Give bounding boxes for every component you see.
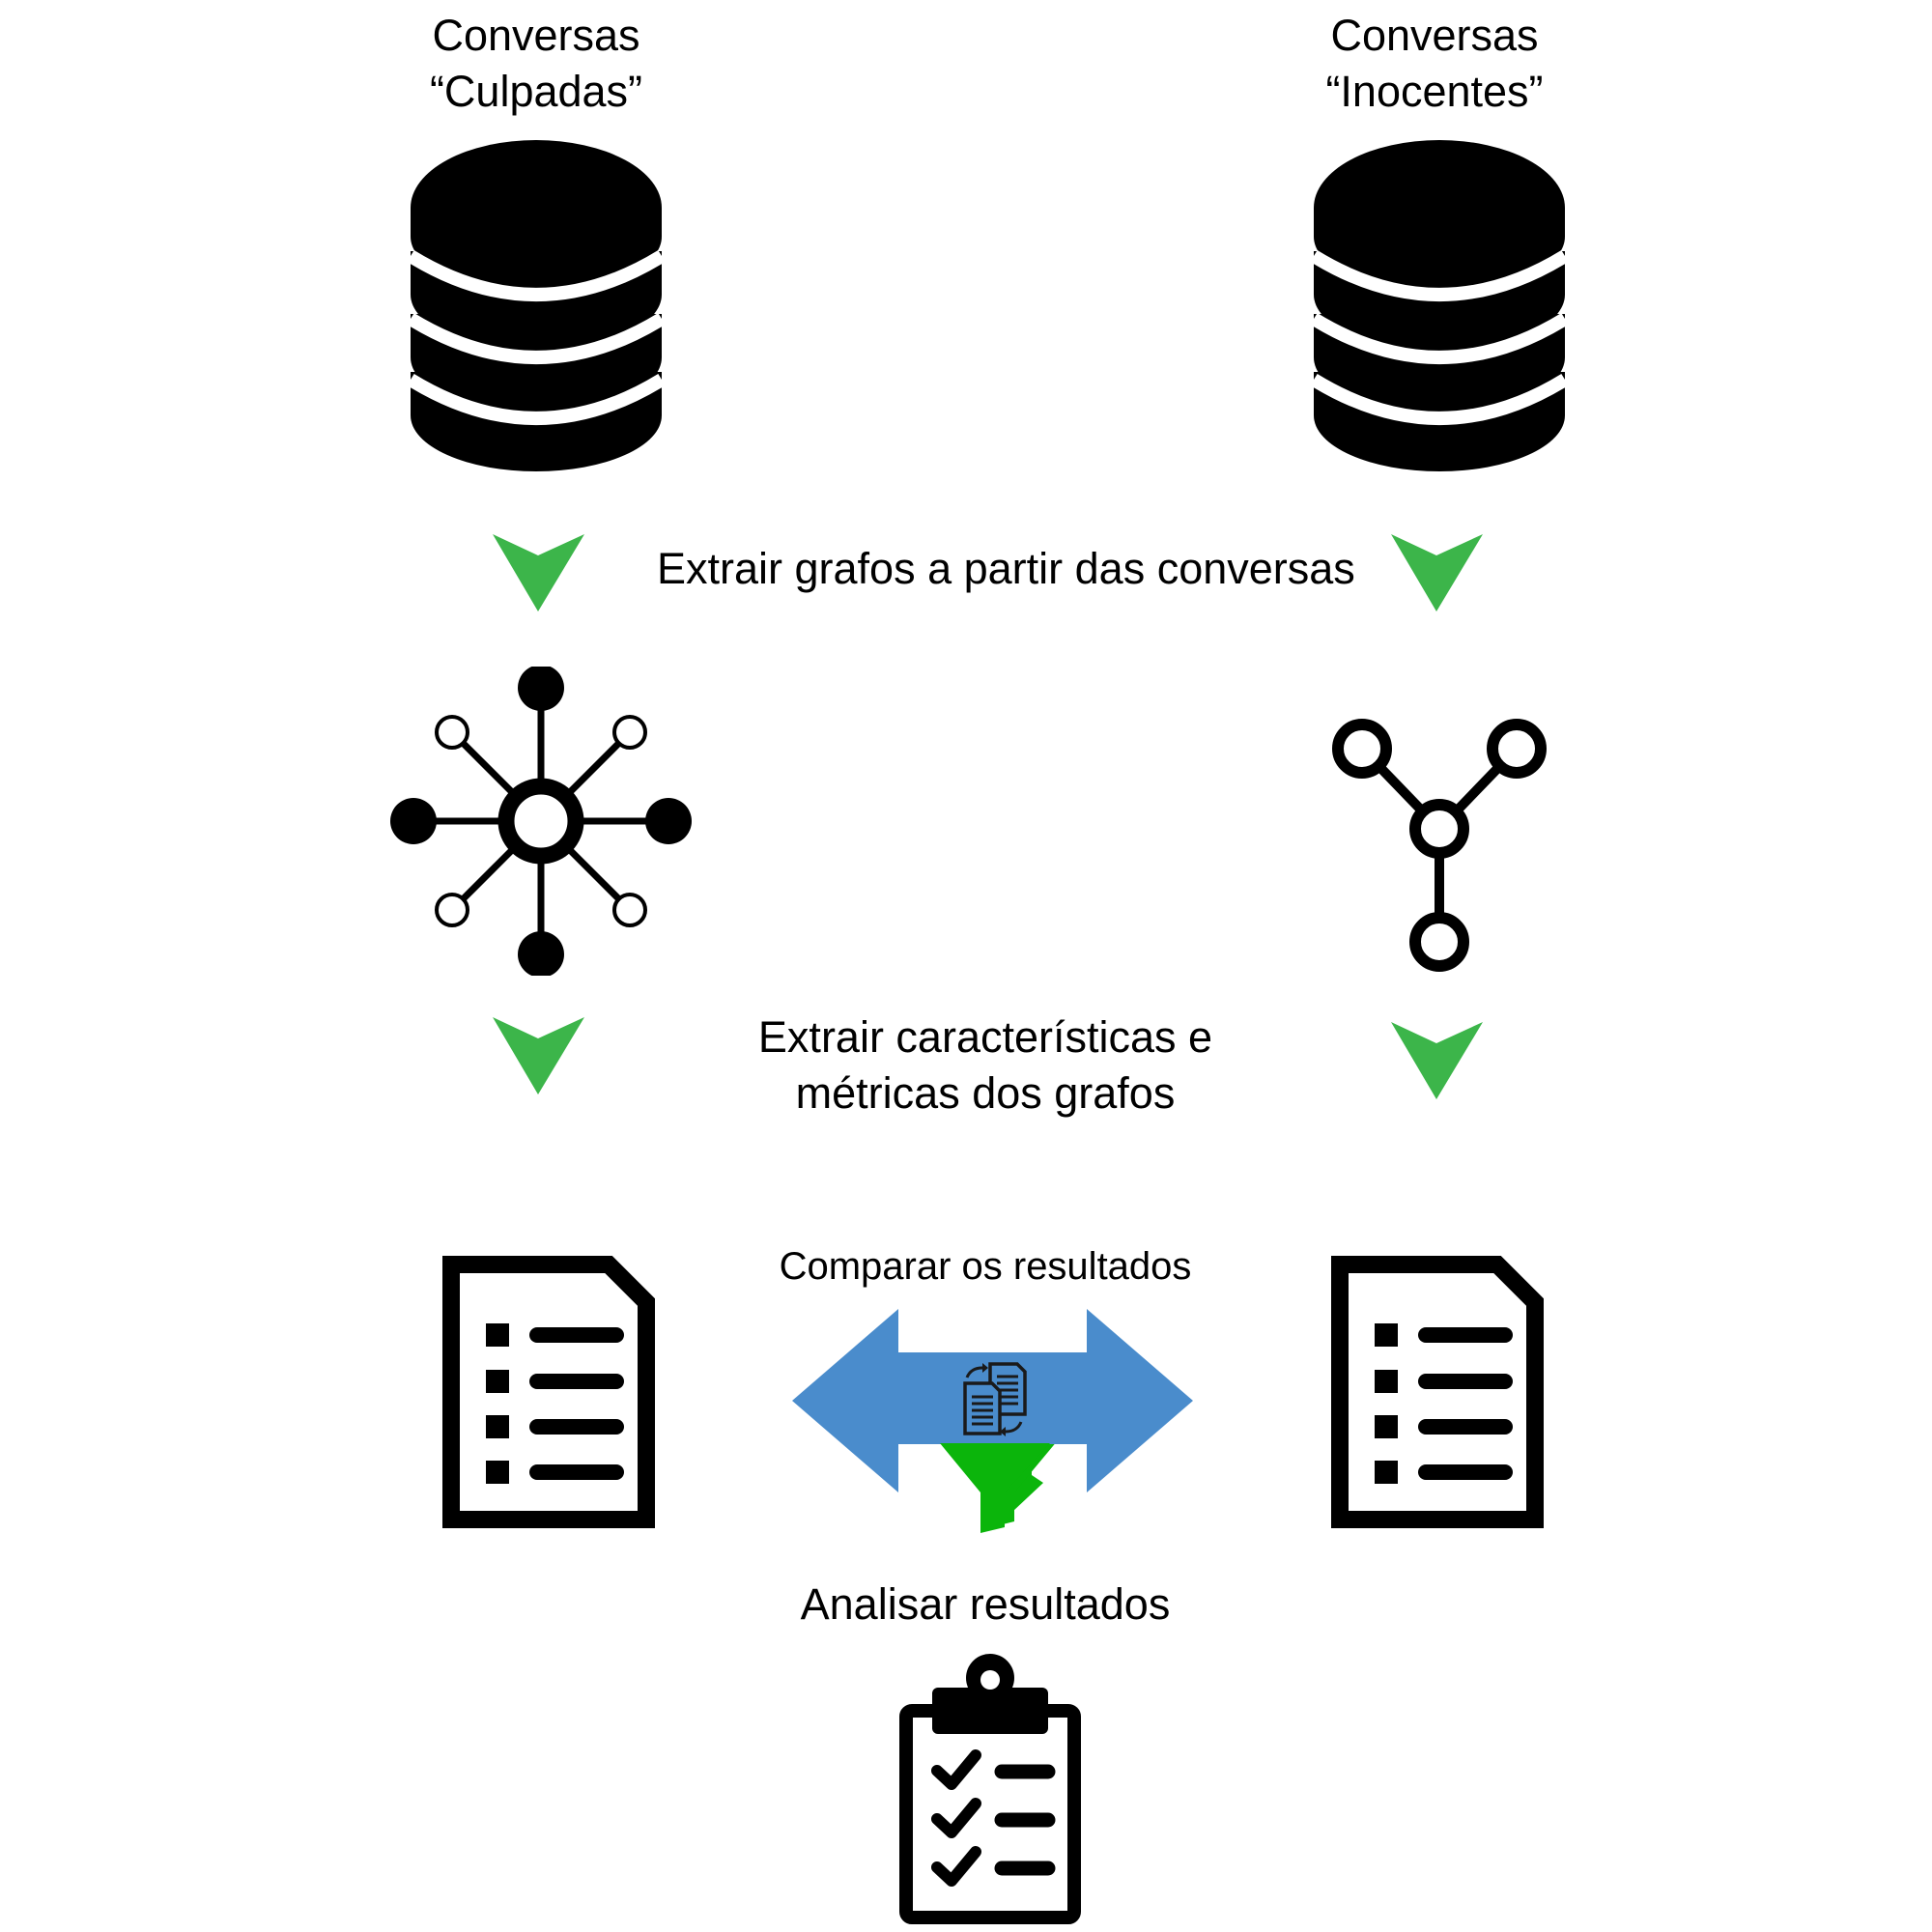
source-label-culpadas-line2: “Culpadas”	[429, 67, 643, 116]
source-label-culpadas-line1: Conversas	[432, 11, 640, 60]
step-extract-features: Extrair características e métricas dos g…	[744, 1009, 1227, 1122]
graph-icon-inocentes	[1332, 719, 1547, 972]
clipboard-checklist-icon	[899, 1654, 1081, 1924]
compare-arrow-icon	[792, 1309, 1193, 1533]
source-label-culpadas: Conversas “Culpadas”	[386, 8, 686, 120]
database-icon-culpadas	[411, 140, 662, 471]
step-compare: Comparar os resultados	[779, 1245, 1192, 1288]
down-arrow-icon-right-2	[1391, 1022, 1483, 1099]
step-extract-features-line1: Extrair características e	[757, 1012, 1213, 1062]
step-extract-graphs: Extrair grafos a partir das conversas	[657, 544, 1355, 593]
document-list-icon-inocentes	[1331, 1256, 1544, 1528]
step-extract-features-line2: métricas dos grafos	[795, 1068, 1176, 1118]
database-icon-inocentes	[1314, 140, 1565, 471]
step-analyze: Analisar resultados	[800, 1579, 1171, 1629]
down-arrow-icon-left-2	[493, 1017, 584, 1094]
document-list-icon-culpadas	[442, 1256, 655, 1528]
source-label-inocentes-line1: Conversas	[1330, 11, 1539, 60]
down-arrow-icon-right-1	[1391, 534, 1483, 611]
down-arrow-icon-left-1	[493, 534, 584, 611]
graph-icon-culpadas	[390, 667, 692, 976]
source-label-inocentes: Conversas “Inocentes”	[1285, 8, 1584, 120]
source-label-inocentes-line2: “Inocentes”	[1325, 67, 1544, 116]
